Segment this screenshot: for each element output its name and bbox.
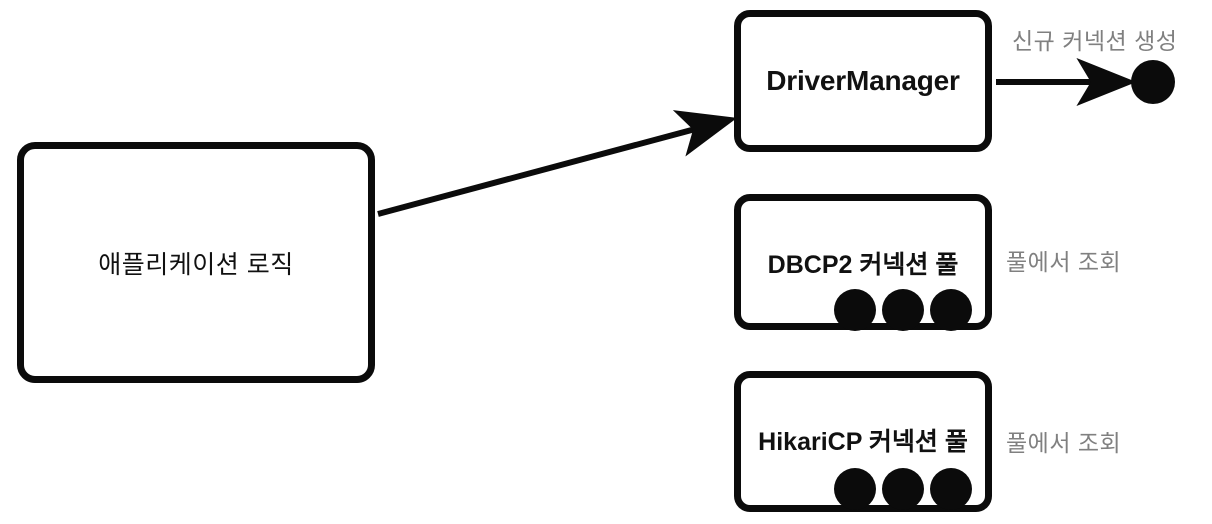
connection-dot-icon	[930, 468, 972, 510]
note-new-connection: 신규 커넥션 생성	[1012, 28, 1178, 54]
connection-dot-icon	[882, 289, 924, 331]
connection-dot-icon	[882, 468, 924, 510]
node-application-logic[interactable]: 애플리케이션 로직	[17, 142, 375, 383]
node-dbcp2-connection-pool[interactable]: DBCP2 커넥션 풀	[734, 194, 992, 331]
node-label-application-logic: 애플리케이션 로직	[98, 250, 294, 279]
dbcp2-connection-dots	[834, 289, 972, 331]
new-connection-dot-icon	[1131, 60, 1175, 104]
connection-dot-icon	[930, 289, 972, 331]
connection-dot-icon	[834, 289, 876, 331]
note-pool-lookup-hikaricp: 풀에서 조회	[1006, 430, 1122, 456]
note-pool-lookup-dbcp2: 풀에서 조회	[1006, 249, 1122, 275]
node-hikaricp-connection-pool[interactable]: HikariCP 커넥션 풀	[734, 371, 992, 512]
edge-app-logic-to-driver-manager	[377, 110, 738, 217]
node-label-hikaricp-connection-pool: HikariCP 커넥션 풀	[758, 428, 968, 456]
hikaricp-connection-dots	[834, 468, 972, 510]
node-driver-manager[interactable]: DriverManager	[734, 10, 992, 152]
node-label-driver-manager: DriverManager	[766, 65, 960, 96]
connection-dot-icon	[834, 468, 876, 510]
node-label-dbcp2-connection-pool: DBCP2 커넥션 풀	[767, 251, 959, 279]
